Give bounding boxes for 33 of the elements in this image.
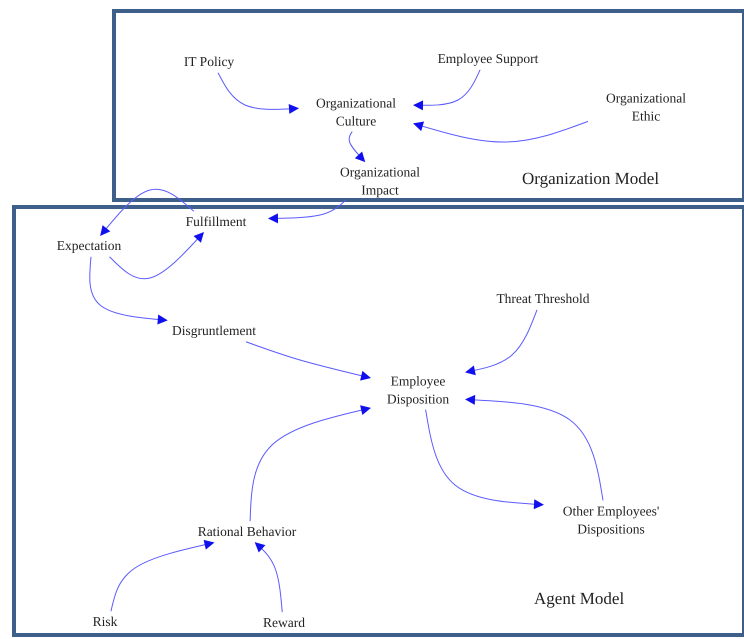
variable-label: Organizational Ethic xyxy=(591,89,701,125)
variable-label: Organizational Culture xyxy=(301,94,411,130)
variable-label: Fulfillment xyxy=(166,213,266,231)
arrow xyxy=(413,120,588,142)
arrow xyxy=(250,405,371,522)
variable-label: Employee Disposition xyxy=(373,372,463,408)
arrow xyxy=(100,188,194,236)
arrow xyxy=(413,69,481,110)
arrow xyxy=(110,540,214,612)
variable-label: Reward xyxy=(254,614,314,632)
model-frame xyxy=(12,205,744,637)
arrow xyxy=(465,394,604,501)
variable-label: Expectation xyxy=(39,237,139,255)
variable-label: IT Policy xyxy=(149,53,269,71)
variable-label: Threat Threshold xyxy=(478,290,608,308)
frame-title: Organization Model xyxy=(522,169,660,189)
variable-label: Risk xyxy=(80,613,130,631)
arrow xyxy=(465,309,538,376)
variable-label: Employee Support xyxy=(413,50,563,68)
variable-label: Rational Behavior xyxy=(182,523,312,541)
variable-label: Disgruntlement xyxy=(154,322,274,340)
arrow xyxy=(348,131,366,162)
arrow xyxy=(268,200,346,224)
arrow xyxy=(89,256,168,324)
frame-title: Agent Model xyxy=(534,589,624,609)
variable-label: Organizational Impact xyxy=(325,163,435,199)
arrow xyxy=(245,341,371,381)
variable-label: Other Employees' Dispositions xyxy=(546,502,676,538)
arrow xyxy=(254,542,283,613)
arrow xyxy=(109,232,204,280)
arrow xyxy=(218,72,299,114)
arrow xyxy=(425,409,544,510)
model-frame xyxy=(112,9,744,202)
